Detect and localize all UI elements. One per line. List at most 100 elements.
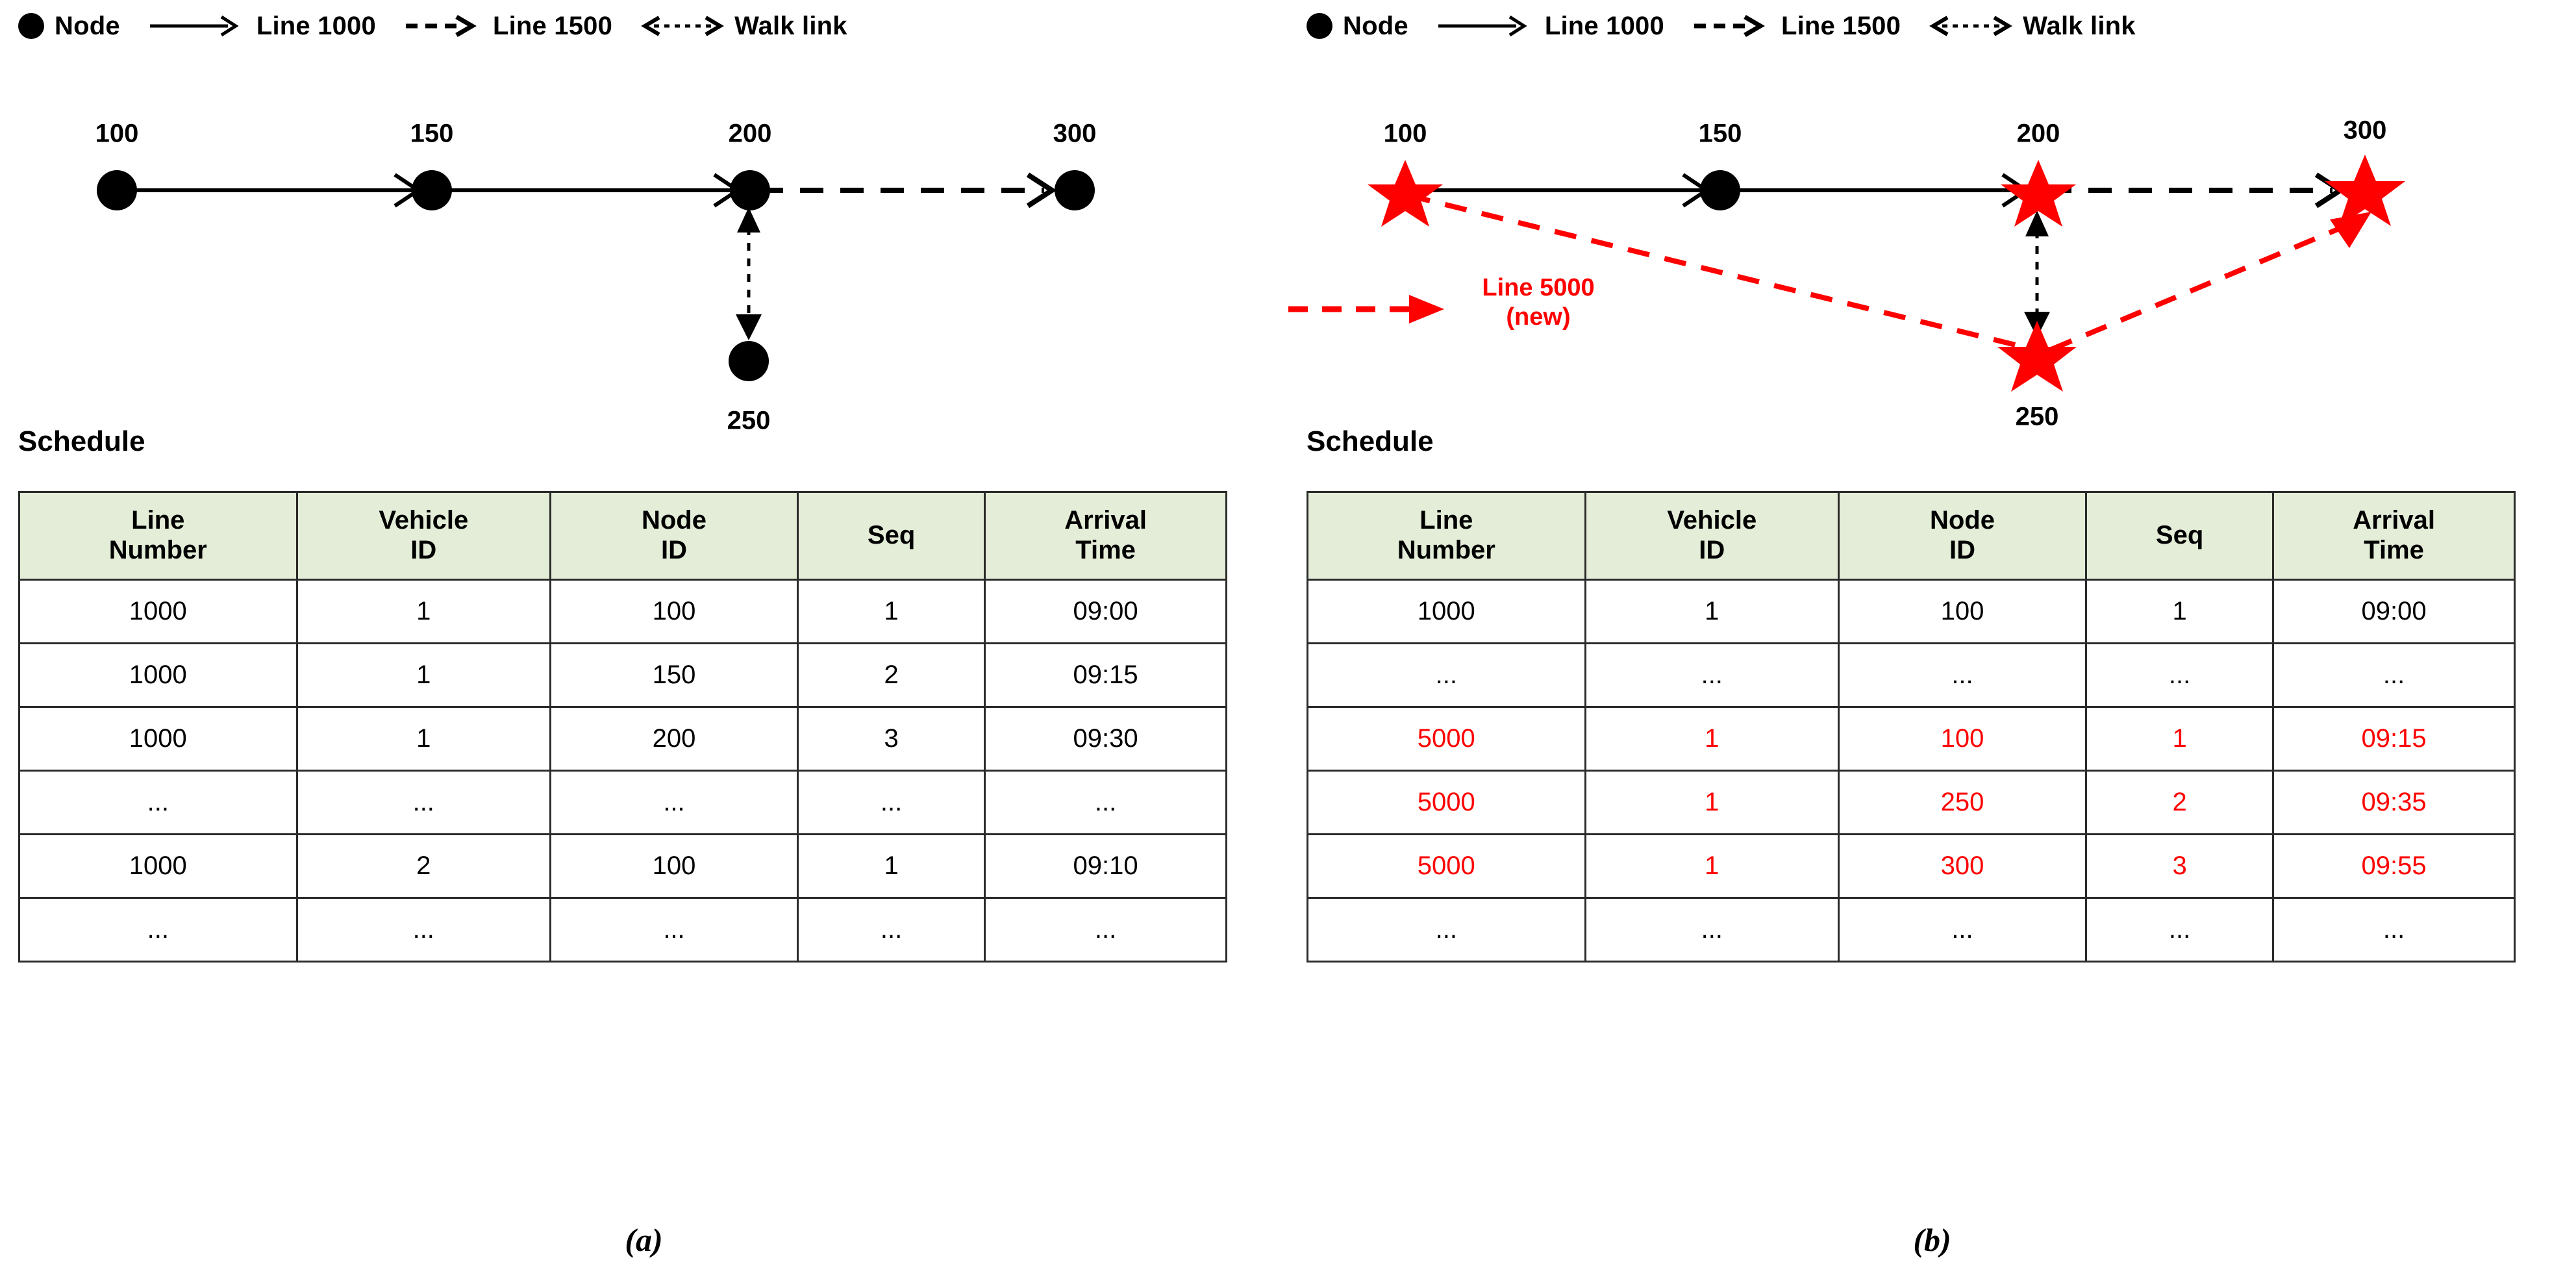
- panel-a: Node Line 1000 Line 1500: [0, 5, 1288, 1258]
- legend-node-label: Node: [55, 11, 120, 40]
- panel-caption-b: (b): [1913, 1222, 1951, 1258]
- panel-b: Node Line 1000 Line 1500: [1288, 0, 2576, 1284]
- cell-arrival-time: 09:00: [2272, 579, 2516, 644]
- node-200: [730, 170, 770, 210]
- arrowhead-300: [2314, 172, 2345, 208]
- dashed-arrow-icon: [1694, 14, 1765, 38]
- col-header-seq: Seq: [2085, 491, 2275, 581]
- col-header-arrival-time: Arrival Time: [2272, 491, 2516, 581]
- table-row: ... ... ... ... ...: [18, 897, 1227, 963]
- diagram-b-svg: [1368, 155, 2405, 392]
- network-diagram-a: 100 150 200 300 250: [0, 49, 1288, 435]
- legend-item-line1500: Line 1500: [1693, 12, 1901, 41]
- cell-arrival-time: 09:55: [2272, 833, 2516, 899]
- cell-node-id: ...: [1837, 642, 2088, 708]
- new-line-legend-label: Line 5000 (new): [1482, 273, 1594, 332]
- legend-line1500-label: Line 1500: [492, 11, 613, 40]
- cell-line-number: 1000: [1307, 579, 1586, 644]
- node-label-200: 200: [2016, 119, 2060, 148]
- cell-seq: 3: [2085, 833, 2275, 899]
- cell-arrival-time: 09:35: [2272, 770, 2516, 835]
- table-row: ... ... ... ... ...: [18, 770, 1227, 835]
- cell-node-id: 100: [1837, 706, 2088, 772]
- cell-vehicle-id: ...: [1584, 897, 1840, 963]
- diagram-a-svg: [97, 170, 1095, 381]
- cell-arrival-time: ...: [2272, 897, 2516, 963]
- cell-seq: 1: [2085, 579, 2275, 644]
- arrowhead-walk-down: [736, 314, 762, 340]
- legend-walk-label: Walk link: [2023, 11, 2136, 40]
- legend-b: Node Line 1000 Line 1500: [1307, 5, 2540, 47]
- col-header-vehicle-id: Vehicle ID: [295, 491, 551, 581]
- cell-node-id: 250: [1837, 770, 2088, 835]
- node-250: [1997, 321, 2077, 392]
- cell-node-id: 100: [549, 833, 799, 899]
- table-row: ... ... ... ... ...: [1307, 897, 2516, 963]
- col-header-line-l2: Number: [108, 536, 207, 564]
- cell-vehicle-id: ...: [1584, 642, 1840, 708]
- cell-node-id: 300: [1837, 833, 2088, 899]
- arrowhead-300: [1026, 172, 1057, 208]
- dashed-arrow-icon: [405, 14, 477, 38]
- node-label-150: 150: [1698, 119, 1742, 148]
- cell-node-id: 150: [549, 642, 799, 708]
- cell-vehicle-id: 1: [1584, 770, 1840, 835]
- legend-item-walk: Walk link: [1929, 12, 2136, 41]
- legend-new-line-arrow-icon: [1288, 295, 1444, 323]
- edge-new-250-300: [2050, 217, 2362, 352]
- node-label-300: 300: [2343, 116, 2387, 145]
- legend-item-walk: Walk link: [641, 12, 847, 41]
- node-label-150: 150: [410, 119, 454, 148]
- table-row: 5000 1 250 2 09:35: [1307, 770, 2516, 835]
- col-header-vehicle-l2: ID: [410, 536, 437, 564]
- cell-seq: 1: [797, 833, 986, 899]
- arrowhead-new-300: [2330, 212, 2371, 248]
- schedule-title-b: Schedule: [1307, 425, 1434, 457]
- legend-item-line1000: Line 1000: [1437, 12, 1664, 41]
- legend-line1000-label: Line 1000: [1544, 11, 1664, 40]
- schedule-title-a: Schedule: [18, 425, 145, 457]
- table-row: ... ... ... ... ...: [1307, 642, 2516, 708]
- node-200: [2001, 160, 2076, 227]
- legend-line1500-label: Line 1500: [1781, 11, 1901, 40]
- schedule-table-b: Line Number Vehicle ID Node ID Seq Arriv…: [1307, 491, 2516, 963]
- cell-node-id: ...: [1837, 897, 2088, 963]
- col-header-node-l2: ID: [660, 536, 687, 564]
- walk-bidir-arrow-icon: [1929, 16, 2012, 36]
- cell-line-number: ...: [18, 770, 298, 835]
- legend-a: Node Line 1000 Line 1500: [18, 5, 1252, 47]
- table-row: 1000 2 100 1 09:10: [18, 833, 1227, 899]
- cell-line-number: 1000: [18, 579, 298, 644]
- cell-line-number: 5000: [1307, 833, 1586, 899]
- cell-line-number: 5000: [1307, 706, 1586, 772]
- cell-vehicle-id: 2: [295, 833, 551, 899]
- col-header-line-l2: Number: [1397, 536, 1495, 564]
- table-row: 1000 1 150 2 09:15: [18, 642, 1227, 708]
- node-150: [1700, 170, 1740, 210]
- node-label-100: 100: [1383, 119, 1427, 148]
- cell-seq: ...: [797, 770, 986, 835]
- node-100: [97, 170, 137, 210]
- node-300: [2325, 155, 2405, 226]
- table-header-row: Line Number Vehicle ID Node ID Seq Arriv…: [1307, 491, 2516, 581]
- col-header-node-l2: ID: [1949, 536, 1975, 564]
- legend-item-node: Node: [18, 12, 120, 41]
- node-label-300: 300: [1053, 119, 1097, 148]
- legend-line1000-label: Line 1000: [256, 11, 376, 40]
- cell-node-id: ...: [549, 897, 799, 963]
- col-header-arrival-l1: Arrival: [1064, 506, 1147, 535]
- table-row: 1000 1 100 1 09:00: [1307, 579, 2516, 644]
- node-label-250: 250: [727, 406, 771, 435]
- cell-line-number: 1000: [18, 642, 298, 708]
- cell-line-number: ...: [18, 897, 298, 963]
- table-row: 1000 1 200 3 09:30: [18, 706, 1227, 772]
- table-header-row: Line Number Vehicle ID Node ID Seq Arriv…: [18, 491, 1227, 581]
- cell-arrival-time: 09:15: [984, 642, 1227, 708]
- cell-vehicle-id: 1: [1584, 833, 1840, 899]
- node-label-100: 100: [95, 119, 139, 148]
- cell-node-id: 100: [1837, 579, 2088, 644]
- col-header-line-l1: Line: [131, 506, 185, 535]
- arrowhead-walk-up: [737, 207, 760, 233]
- cell-arrival-time: 09:00: [984, 579, 1227, 644]
- cell-line-number: 1000: [18, 706, 298, 772]
